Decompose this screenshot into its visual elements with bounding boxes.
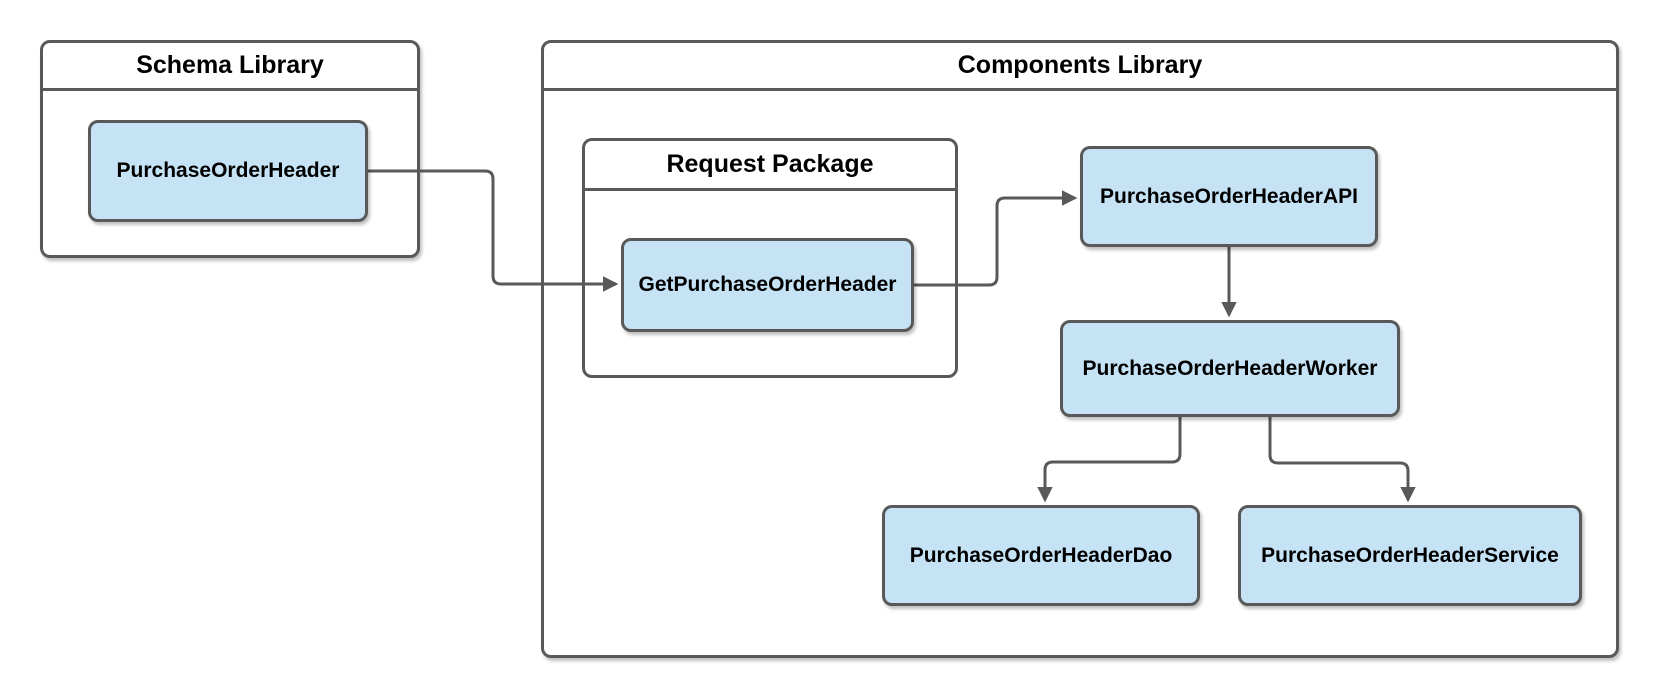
node-purchase-order-header-service[interactable]: PurchaseOrderHeaderService	[1238, 505, 1582, 606]
node-get-purchase-order-header[interactable]: GetPurchaseOrderHeader	[621, 238, 914, 332]
edge-getpurchaseorderheader-to-purchaseorderheaderapi[interactable]	[914, 190, 1078, 287]
node-purchase-order-header-dao-label: PurchaseOrderHeaderDao	[909, 543, 1173, 567]
node-purchase-order-header-service-label: PurchaseOrderHeaderService	[1261, 543, 1559, 567]
node-purchase-order-header[interactable]: PurchaseOrderHeader	[88, 120, 368, 222]
node-purchase-order-header-worker-label: PurchaseOrderHeaderWorker	[1082, 356, 1378, 380]
container-components-library-titlebar: Components Library	[544, 43, 1616, 91]
node-purchase-order-header-worker[interactable]: PurchaseOrderHeaderWorker	[1060, 320, 1400, 417]
node-purchase-order-header-label: PurchaseOrderHeader	[116, 159, 340, 182]
container-schema-library-title: Schema Library	[136, 51, 324, 79]
node-purchase-order-header-api-label: PurchaseOrderHeaderAPI	[1100, 184, 1358, 208]
edge-purchaseorderheader-to-getpurchaseorderheader[interactable]	[368, 169, 619, 292]
container-schema-library-titlebar: Schema Library	[43, 43, 417, 91]
node-get-purchase-order-header-label: GetPurchaseOrderHeader	[638, 273, 897, 296]
container-request-package-titlebar: Request Package	[585, 141, 955, 191]
node-purchase-order-header-dao[interactable]: PurchaseOrderHeaderDao	[882, 505, 1200, 606]
node-purchase-order-header-api[interactable]: PurchaseOrderHeaderAPI	[1080, 146, 1378, 247]
edge-purchaseorderheaderworker-to-purchaseorderheaderservice[interactable]	[1268, 417, 1416, 503]
container-request-package-title: Request Package	[666, 150, 874, 178]
container-components-library-title: Components Library	[957, 51, 1203, 79]
edge-purchaseorderheaderworker-to-purchaseorderheaderdao[interactable]	[1037, 417, 1182, 503]
